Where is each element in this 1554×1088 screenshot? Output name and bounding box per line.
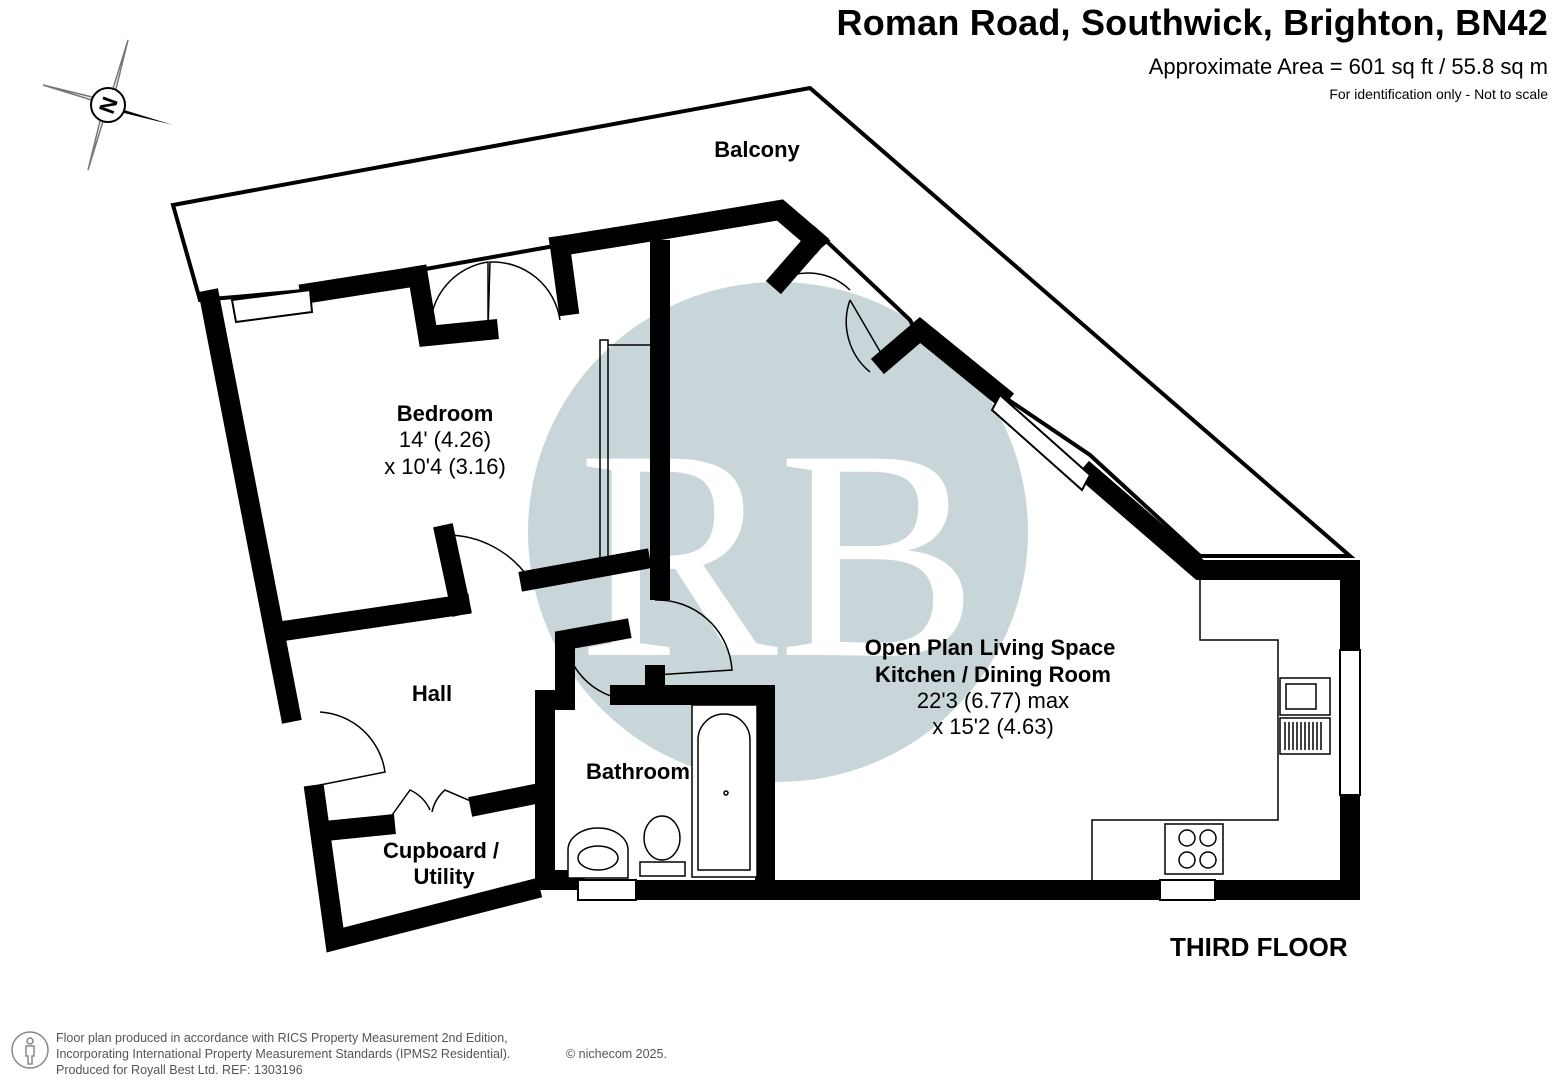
balcony-label: Balcony: [714, 137, 800, 162]
bedroom-dimension-2: x 10'4 (3.16): [384, 454, 506, 479]
compass-icon: N: [42, 39, 173, 171]
doors: [319, 239, 886, 826]
footer-line-2: Incorporating International Property Mea…: [56, 1047, 511, 1061]
footer-line-3: Produced for Royall Best Ltd. REF: 13031…: [56, 1063, 303, 1077]
floor-name: THIRD FLOOR: [1170, 932, 1348, 962]
living-label-2: Kitchen / Dining Room: [875, 662, 1111, 687]
hob-icon: [1164, 823, 1224, 875]
living-dimension-1: 22'3 (6.77) max: [917, 688, 1069, 713]
area-summary: Approximate Area = 601 sq ft / 55.8 sq m: [1148, 54, 1548, 79]
living-label-1: Open Plan Living Space: [865, 635, 1116, 660]
copyright: © nichecom 2025.: [566, 1047, 667, 1061]
footer-notes: Floor plan produced in accordance with R…: [56, 1030, 667, 1078]
person-icon: [11, 1031, 49, 1069]
kitchen-units: [1091, 580, 1279, 880]
washbasin-icon: [567, 827, 629, 879]
bathtub-icon: [691, 704, 758, 878]
bedroom-label: Bedroom: [397, 401, 494, 426]
windows: [230, 288, 1361, 901]
bedroom-dimension-1: 14' (4.26): [399, 427, 491, 452]
walls: [198, 199, 1360, 953]
cupboard-label-1: Cupboard /: [383, 838, 499, 863]
cupboard-label-2: Utility: [413, 864, 475, 889]
scale-note: For identification only - Not to scale: [1329, 86, 1548, 102]
hall-label: Hall: [412, 681, 452, 706]
sink-icon: [1279, 677, 1331, 755]
footer-line-1: Floor plan produced in accordance with R…: [56, 1031, 508, 1045]
living-dimension-2: x 15'2 (4.63): [932, 714, 1054, 739]
bathroom-label: Bathroom: [586, 759, 690, 784]
wardrobe: [599, 339, 650, 566]
plan-title: Roman Road, Southwick, Brighton, BN42: [836, 2, 1548, 43]
toilet-icon: [639, 815, 686, 877]
